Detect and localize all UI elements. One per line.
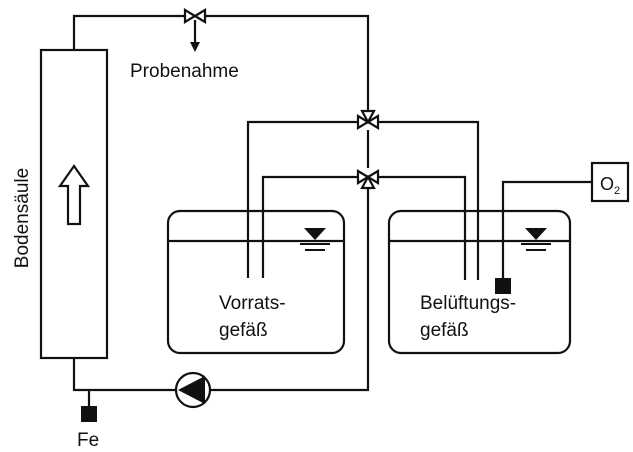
iron-label: Fe: [77, 430, 99, 451]
oxygen-label: O2: [600, 174, 620, 197]
sampling-label: Probenahme: [130, 61, 239, 82]
aeration-inlet-pipes: [463, 211, 505, 280]
storage-inlet-pipes: [246, 211, 265, 278]
sensor-icon: [495, 278, 511, 294]
pipe-pump-to-column: [72, 358, 176, 392]
aeration-label-line2: gefäß: [420, 320, 469, 341]
valve-icon: [356, 169, 380, 190]
valve-icon: [183, 8, 207, 52]
valve-icon: [356, 109, 380, 130]
aeration-vessel: [387, 209, 572, 355]
sensor-icon: [81, 406, 97, 422]
aeration-label-line1: Belüftungs-: [420, 293, 516, 314]
column-label: Bodensäule: [12, 168, 33, 268]
water-level-icon: [300, 228, 330, 251]
pipe-column-top: [72, 14, 370, 112]
storage-vessel: [166, 209, 346, 355]
storage-label-line2: gefäß: [219, 320, 268, 341]
pipe-return-down: [210, 184, 370, 392]
water-level-icon: [521, 228, 551, 251]
pump-icon: [174, 371, 212, 409]
soil-column: [39, 48, 109, 360]
oxygen-source-box: [590, 161, 630, 203]
storage-label-line1: Vorrats-: [219, 293, 286, 314]
upward-flow-arrow-icon: [57, 164, 91, 226]
